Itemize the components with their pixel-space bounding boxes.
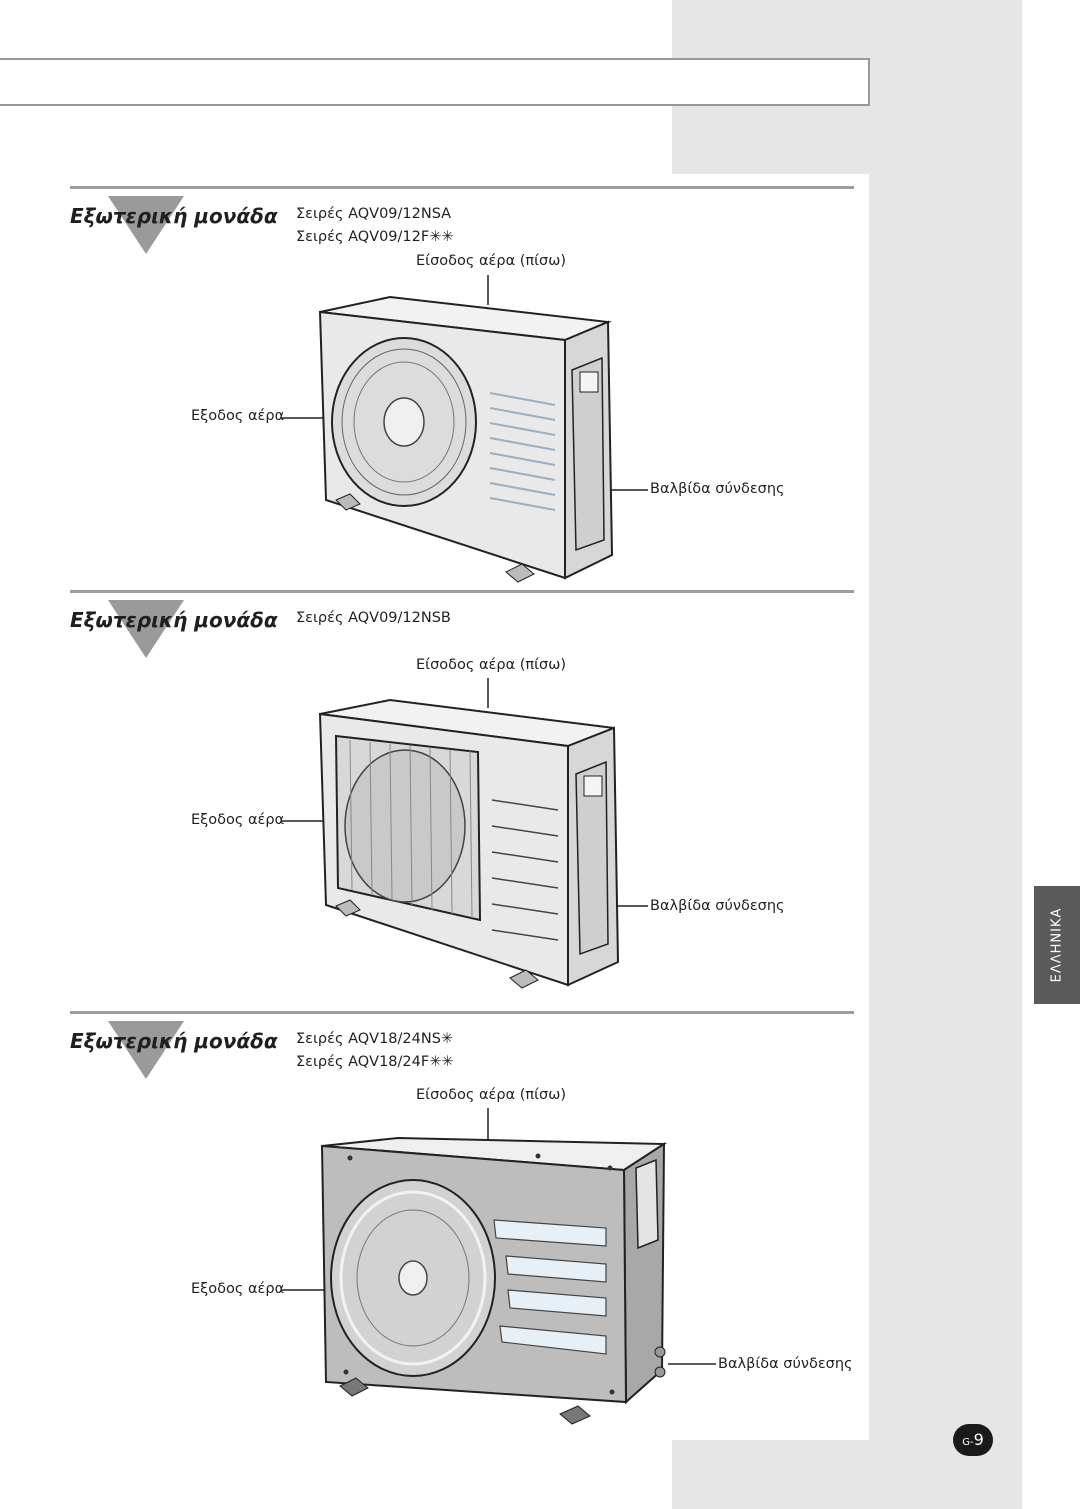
connection-valve-label: Βαλβίδα σύνδεσης [650,481,785,497]
language-tab-label: ΕΛΛΗΝΙΚΑ [1049,907,1065,983]
series-label: Σειρές AQV09/12F✳✳ [296,229,454,245]
content-panel [672,174,869,1440]
section-title: Εξωτερική μονάδα [70,1029,278,1053]
page-number-badge: G-9 [953,1424,993,1456]
section-divider [70,1011,854,1014]
series-label: Σειρές AQV18/24NS✳ [296,1031,454,1047]
air-inlet-label: Είσοδος αέρα (πίσω) [416,657,567,673]
language-tab: ΕΛΛΗΝΙΚΑ [1034,886,1080,1004]
air-inlet-label: Είσοδος αέρα (πίσω) [416,1087,567,1103]
page-prefix: G- [962,1437,974,1448]
section-title: Εξωτερική μονάδα [70,608,278,632]
series-label: Σειρές AQV09/12NSA [296,206,452,222]
outdoor-unit-illustration-1 [282,275,648,583]
section-marker-triangle [108,600,184,658]
header-bar [0,58,870,106]
connection-valve-label: Βαλβίδα σύνδεσης [650,898,785,914]
series-label: Σειρές AQV18/24F✳✳ [296,1054,454,1070]
section-marker-triangle [108,196,184,254]
series-label: Σειρές AQV09/12NSB [296,610,451,626]
section-divider [70,186,854,189]
air-outlet-label: Εξοδος αέρα [191,1281,285,1297]
air-outlet-label: Εξοδος αέρα [191,812,285,828]
page-number: 9 [973,1430,984,1449]
outdoor-unit-illustration-2 [282,678,648,989]
outdoor-unit-illustration-3 [282,1108,716,1425]
section-marker-triangle [108,1021,184,1079]
section-title: Εξωτερική μονάδα [70,204,278,228]
section-divider [70,590,854,593]
air-inlet-label: Είσοδος αέρα (πίσω) [416,253,567,269]
connection-valve-label: Βαλβίδα σύνδεσης [718,1356,853,1372]
air-outlet-label: Εξοδος αέρα [191,408,285,424]
